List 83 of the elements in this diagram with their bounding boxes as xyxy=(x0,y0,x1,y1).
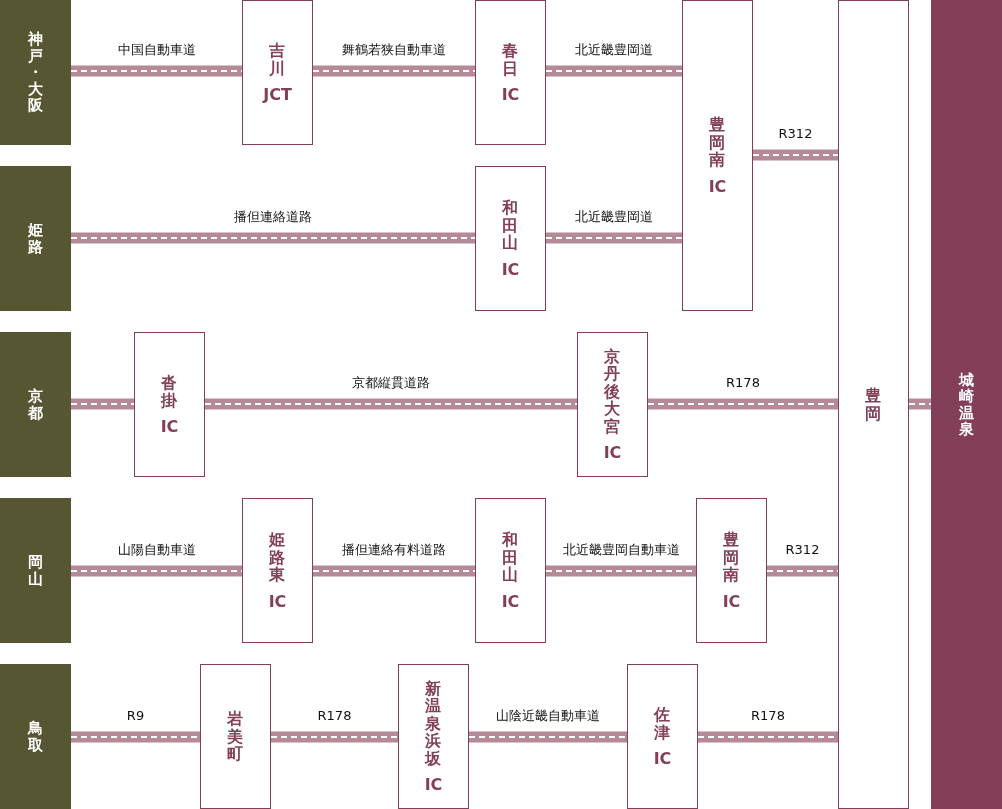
road-line xyxy=(545,565,697,577)
road-name: R178 xyxy=(317,709,352,722)
interchange-box xyxy=(475,0,546,145)
road-line xyxy=(70,398,135,410)
road-name: 中国自動車道 xyxy=(117,43,196,56)
interchange-name: IC xyxy=(653,751,672,768)
road-line xyxy=(70,731,201,743)
interchange-box xyxy=(200,664,271,809)
interchange-box xyxy=(682,0,753,311)
interchange-name: IC xyxy=(501,261,520,278)
interchange-name: 京丹後大宮 xyxy=(604,347,621,436)
interchange-name: 沓掛 xyxy=(161,373,178,410)
road-name: 北近畿豊岡道 xyxy=(575,210,653,223)
interchange-name: IC xyxy=(722,593,741,610)
region-box xyxy=(0,498,71,643)
interchange-name: IC xyxy=(424,777,443,794)
region-box xyxy=(0,166,71,311)
road-name: R312 xyxy=(785,543,820,556)
road-name: 山陽自動車道 xyxy=(117,543,196,556)
interchange-name: IC xyxy=(708,178,727,195)
interchange-name: 豊岡南 xyxy=(709,116,726,169)
road-line xyxy=(468,731,628,743)
road-name: 北近畿豊岡道 xyxy=(575,43,653,56)
interchange-name: JCT xyxy=(263,87,292,104)
interchange-name: 和田山 xyxy=(502,199,519,252)
region-name: 神戸・大阪 xyxy=(27,31,44,114)
interchange-name: 豊岡南 xyxy=(723,531,740,584)
road-name: 播但連絡有料道路 xyxy=(342,543,446,556)
interchange-box xyxy=(475,498,546,643)
region-box xyxy=(0,0,71,145)
interchange-box xyxy=(838,0,909,809)
interchange-name: 新温泉浜坂 xyxy=(425,679,442,768)
region-name: 鳥取 xyxy=(27,720,44,753)
road-line xyxy=(908,398,932,410)
road-line xyxy=(270,731,399,743)
road-line xyxy=(70,65,243,77)
region-name: 岡山 xyxy=(27,554,44,587)
interchange-name: IC xyxy=(268,593,287,610)
road-line xyxy=(545,232,683,244)
road-line xyxy=(204,398,578,410)
interchange-box xyxy=(398,664,469,809)
interchange-name: 豊岡 xyxy=(865,386,882,423)
road-line xyxy=(647,398,839,410)
interchange-box xyxy=(627,664,698,809)
road-name: R178 xyxy=(726,376,760,389)
interchange-box xyxy=(577,332,648,477)
road-line xyxy=(697,731,839,743)
destination-box xyxy=(931,0,1002,809)
interchange-name: 吉川 xyxy=(269,41,286,78)
interchange-name: 姫路東 xyxy=(269,531,286,584)
road-line xyxy=(766,565,839,577)
road-line xyxy=(312,65,476,77)
region-box xyxy=(0,664,71,809)
interchange-name: 岩美町 xyxy=(227,710,244,763)
road-name: R178 xyxy=(751,709,785,722)
interchange-box xyxy=(475,166,546,311)
interchange-name: IC xyxy=(501,87,520,104)
interchange-box xyxy=(134,332,205,477)
interchange-name: IC xyxy=(603,445,622,462)
region-box xyxy=(0,332,71,477)
road-line xyxy=(70,565,243,577)
region-name: 姫路 xyxy=(27,222,44,255)
road-name: R312 xyxy=(778,127,813,140)
interchange-name: 和田山 xyxy=(502,531,519,584)
road-name: 山陰近畿自動車道 xyxy=(496,709,600,722)
region-name: 京都 xyxy=(27,388,44,421)
road-line xyxy=(70,232,476,244)
interchange-box xyxy=(696,498,767,643)
interchange-name: 春日 xyxy=(502,41,519,78)
road-name: 京都縦貫道路 xyxy=(352,376,430,389)
road-name: 播但連絡道路 xyxy=(234,210,312,223)
road-name: R9 xyxy=(126,709,145,722)
road-name: 北近畿豊岡自動車道 xyxy=(562,543,680,556)
road-line xyxy=(752,149,839,161)
interchange-box xyxy=(242,498,313,643)
interchange-name: 佐津 xyxy=(654,705,671,742)
road-line xyxy=(312,565,476,577)
road-name: 舞鶴若狭自動車道 xyxy=(342,43,446,56)
interchange-box xyxy=(242,0,313,145)
road-line xyxy=(545,65,683,77)
interchange-name: IC xyxy=(501,593,520,610)
destination-name: 城崎温泉 xyxy=(958,371,975,438)
interchange-name: IC xyxy=(160,419,179,436)
